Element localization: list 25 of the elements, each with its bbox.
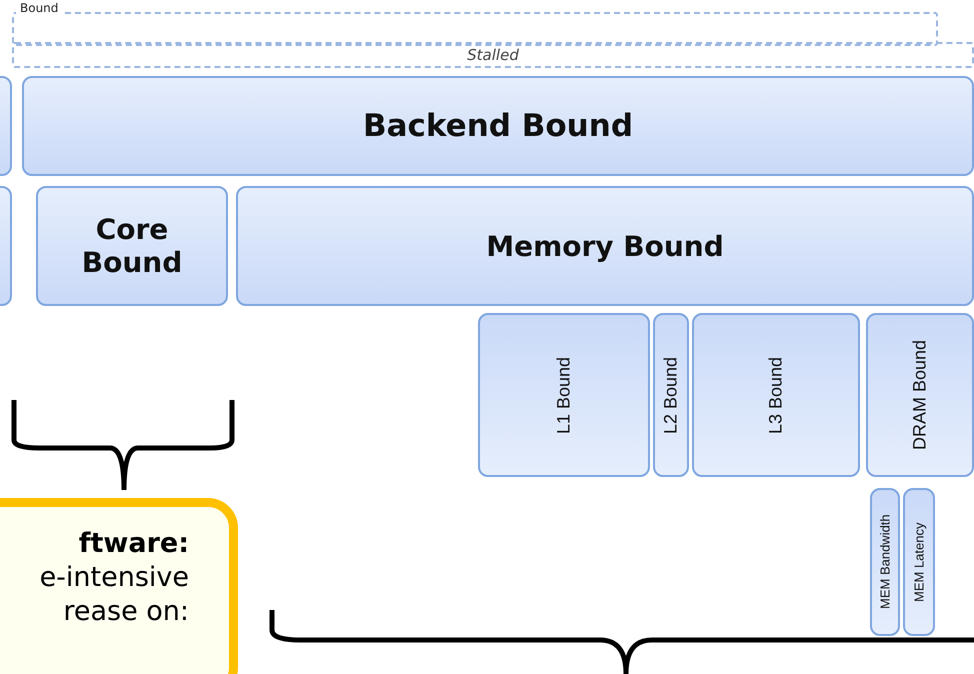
l2-bound-box (653, 313, 689, 477)
mem-bandwidth-box (870, 488, 900, 636)
stalled-box (12, 42, 974, 68)
box-label: Memory Bound (486, 230, 724, 262)
mem-latency-box (903, 488, 935, 636)
dram-bound-box (866, 313, 974, 477)
box-label: MEM Latency (912, 522, 926, 602)
heading-text: Bound (16, 1, 62, 16)
backend-bound-box (22, 76, 974, 176)
box-label: DRAM Bound (910, 340, 930, 450)
box-label: Backend Bound (362, 108, 634, 144)
memory-bound-box (236, 186, 974, 306)
note-heading: ftware: (78, 527, 189, 561)
box-label: L1 Bound (554, 356, 574, 434)
box-label: Stalled (467, 46, 519, 64)
l1-bound-box (478, 313, 650, 477)
box-label: L3 Bound (766, 356, 786, 434)
dashed-box (12, 12, 938, 46)
note-text: e-intensive rease on: (38, 561, 189, 629)
l3-bound-box (692, 313, 860, 477)
box-label: Core Bound (80, 213, 184, 279)
box-label: MEM Bandwidth (878, 514, 892, 610)
core-bound-box (36, 186, 228, 306)
box-label: L2 Bound (660, 356, 682, 434)
note-box (0, 498, 238, 674)
